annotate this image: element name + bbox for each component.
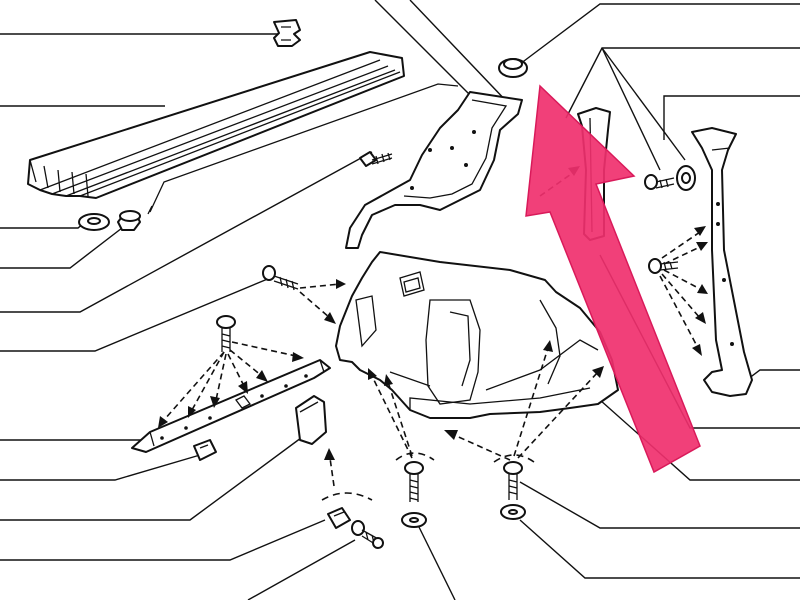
washer-part [78, 213, 110, 231]
dashed-arcs [321, 452, 535, 501]
main-trim-panel [335, 251, 619, 419]
screw-bottom-left [351, 520, 384, 549]
weather-strip-part [27, 51, 405, 199]
leader-line-14 [519, 3, 800, 65]
leader-line-4 [0, 227, 123, 269]
star-washer-right-top [676, 165, 696, 191]
small-clip-bottom [327, 507, 351, 529]
screw-left-panel [262, 265, 299, 291]
leader-line-12 [374, 0, 471, 96]
leader-line-6 [0, 277, 271, 352]
rod-part [147, 83, 459, 215]
clip-part [273, 19, 301, 47]
leader-line-15 [565, 47, 800, 119]
leader-line-8 [0, 454, 201, 481]
screw-top-center [359, 151, 393, 167]
square-nut-part [193, 439, 217, 461]
cover-plate-part [295, 395, 327, 445]
leader-line-10 [0, 519, 326, 561]
large-pink-arrow-icon [525, 84, 701, 474]
assembly-arrows [158, 166, 708, 487]
grommet-part [498, 58, 528, 78]
leader-line-22 [519, 481, 800, 529]
leader-line-21 [599, 399, 800, 481]
leader-line-17 [601, 47, 686, 161]
leader-line-5 [0, 151, 373, 313]
plug-part [117, 210, 141, 231]
screw-bottom-center [404, 461, 424, 502]
star-washer-bottom-right [500, 504, 526, 520]
screw-bottom-right [503, 461, 523, 500]
leader-line-16 [601, 47, 661, 171]
screw-right-top [644, 174, 675, 190]
leader-line-18 [663, 95, 800, 140]
screw-strip-left [216, 315, 236, 352]
screw-right-mid [648, 258, 679, 274]
leader-line-3 [0, 221, 86, 229]
sill-strip-part [131, 359, 331, 453]
leader-line-24 [417, 524, 456, 600]
leader-line-11 [247, 539, 356, 600]
leader-line-9 [0, 434, 306, 521]
top-bracket-panel [345, 91, 523, 249]
star-washer-bottom-center [401, 512, 427, 528]
leader-line-13 [409, 0, 511, 106]
leader-line-23 [519, 519, 800, 579]
upright-bracket-part [691, 127, 753, 397]
